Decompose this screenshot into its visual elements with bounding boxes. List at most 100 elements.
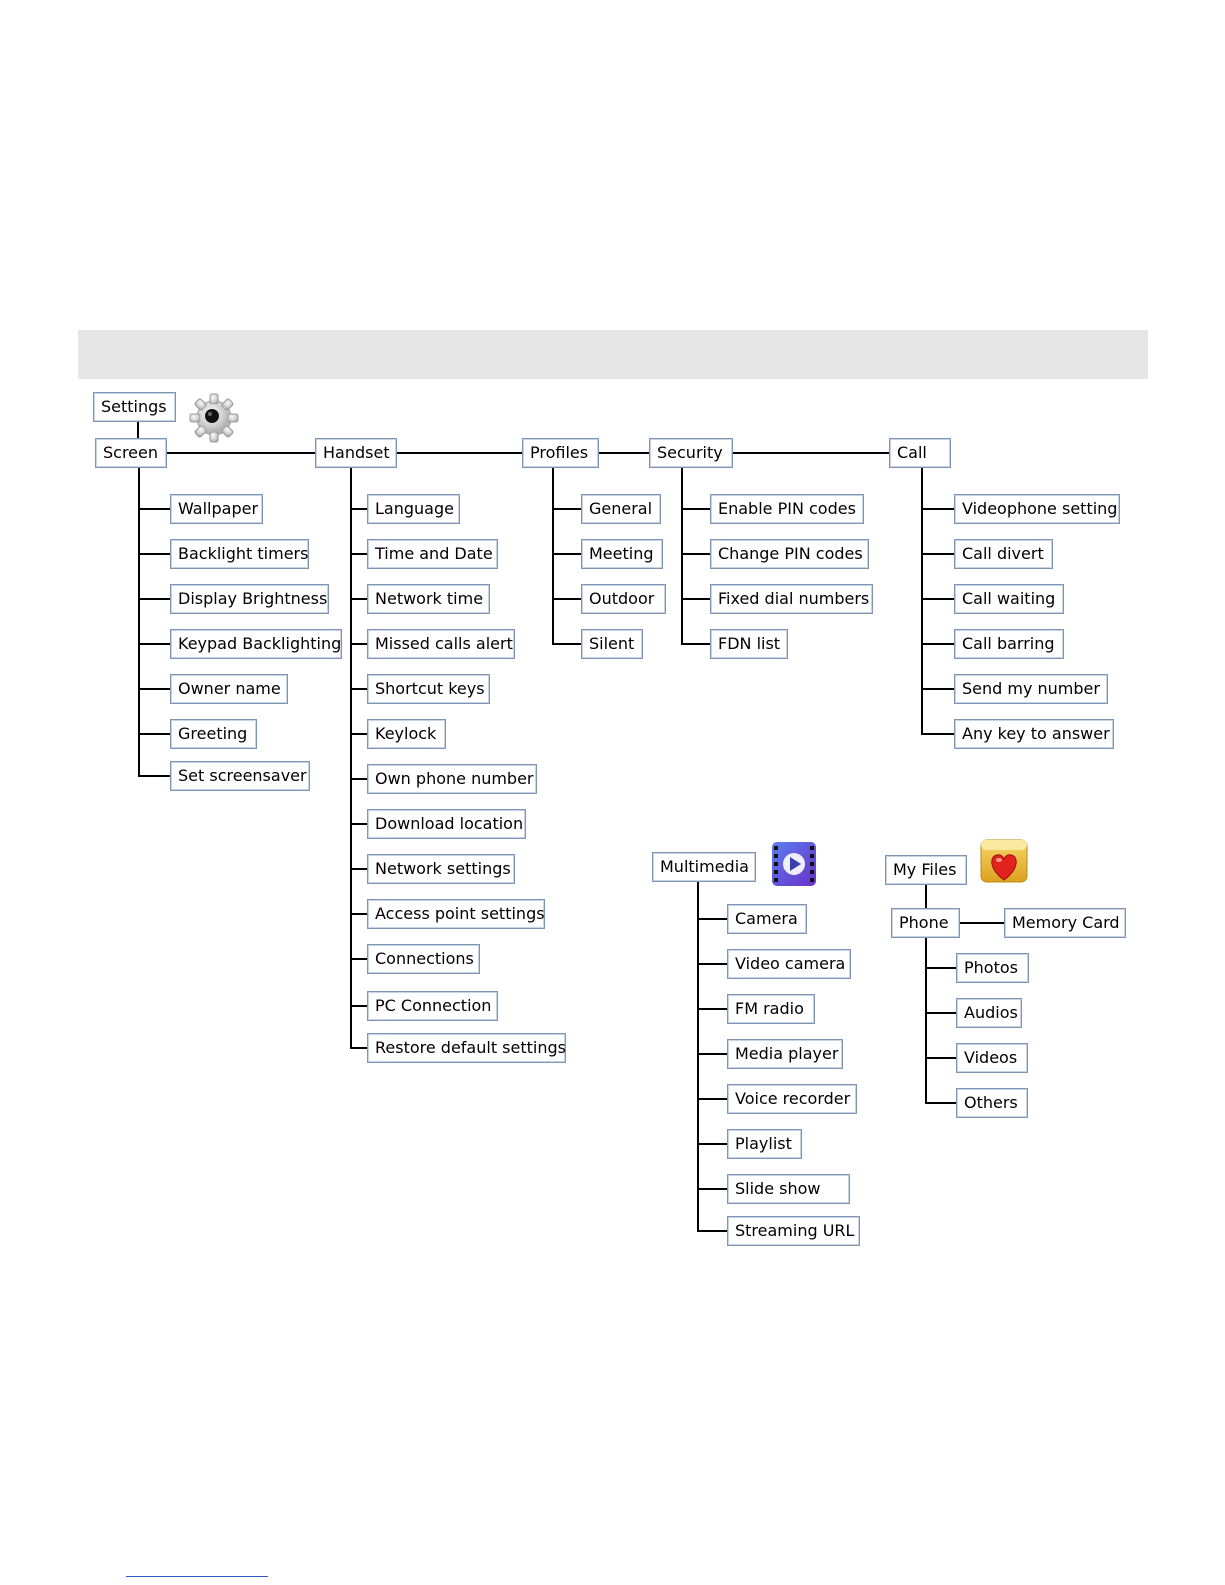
- node-video-camera: Video camera: [727, 949, 851, 979]
- node-videos: Videos: [956, 1043, 1028, 1073]
- connector-keypad-backlighting: [139, 643, 170, 645]
- node-fdn-list: FDN list: [710, 629, 788, 659]
- node-security: Security: [649, 438, 733, 468]
- node-voice-recorder: Voice recorder: [727, 1084, 857, 1114]
- node-enable-pin-codes: Enable PIN codes: [710, 494, 864, 524]
- node-greeting: Greeting: [170, 719, 257, 749]
- connector-profiles-next: [599, 452, 649, 454]
- connector-keylock: [351, 733, 367, 735]
- node-photos: Photos: [956, 953, 1029, 983]
- node-memory-card: Memory Card: [1004, 908, 1126, 938]
- node-meeting: Meeting: [581, 539, 663, 569]
- connector-photos: [926, 967, 956, 969]
- connector-meeting: [553, 553, 581, 555]
- connector-fdn-list: [682, 643, 710, 645]
- node-fixed-dial-numbers: Fixed dial numbers: [710, 584, 873, 614]
- connector-network-settings: [351, 868, 367, 870]
- node-display-brightness: Display Brightness: [170, 584, 329, 614]
- footer-link-underline: [126, 1576, 268, 1577]
- connector-slide-show: [698, 1188, 727, 1190]
- node-others: Others: [956, 1088, 1028, 1118]
- connector-own-phone-number: [351, 778, 367, 780]
- connector-call-waiting: [922, 598, 954, 600]
- node-call-divert: Call divert: [954, 539, 1053, 569]
- gear-icon: [189, 393, 239, 443]
- node-pc-connection: PC Connection: [367, 991, 498, 1021]
- connector-set-screensaver: [139, 775, 170, 777]
- connector-backlight-timers: [139, 553, 170, 555]
- connector-profiles-trunk: [552, 468, 554, 645]
- node-network-time: Network time: [367, 584, 490, 614]
- connector-network-time: [351, 598, 367, 600]
- node-multimedia: Multimedia: [652, 852, 756, 882]
- connector-screen-trunk: [138, 468, 140, 777]
- node-time-and-date: Time and Date: [367, 539, 498, 569]
- connector-call-barring: [922, 643, 954, 645]
- connector-handset-trunk: [350, 468, 352, 1049]
- connector-wallpaper: [139, 508, 170, 510]
- connector-playlist: [698, 1143, 727, 1145]
- node-camera: Camera: [727, 904, 807, 934]
- connector-greeting: [139, 733, 170, 735]
- connector-phone-trunk: [925, 938, 927, 1104]
- connector-video-camera: [698, 963, 727, 965]
- connector-enable-pin-codes: [682, 508, 710, 510]
- connector-handset-next: [397, 452, 522, 454]
- node-call-waiting: Call waiting: [954, 584, 1064, 614]
- node-general: General: [581, 494, 661, 524]
- section-header-bar: [78, 330, 1148, 379]
- node-network-settings: Network settings: [367, 854, 515, 884]
- node-streaming-url: Streaming URL: [727, 1216, 860, 1246]
- connector-time-and-date: [351, 553, 367, 555]
- node-keylock: Keylock: [367, 719, 446, 749]
- connector-settings-screen: [137, 422, 139, 438]
- node-any-key-to-answer: Any key to answer: [954, 719, 1114, 749]
- node-call-barring: Call barring: [954, 629, 1064, 659]
- connector-owner-name: [139, 688, 170, 690]
- node-backlight-timers: Backlight timers: [170, 539, 309, 569]
- node-videophone-setting: Videophone setting: [954, 494, 1120, 524]
- node-phone: Phone: [891, 908, 960, 938]
- node-media-player: Media player: [727, 1039, 843, 1069]
- node-call: Call: [889, 438, 951, 468]
- node-my-files: My Files: [885, 855, 967, 885]
- node-handset: Handset: [315, 438, 397, 468]
- node-slide-show: Slide show: [727, 1174, 850, 1204]
- connector-videophone-setting: [922, 508, 954, 510]
- connector-connections: [351, 958, 367, 960]
- node-settings: Settings: [93, 392, 176, 422]
- node-owner-name: Owner name: [170, 674, 288, 704]
- connector-outdoor: [553, 598, 581, 600]
- node-audios: Audios: [956, 998, 1022, 1028]
- node-outdoor: Outdoor: [581, 584, 666, 614]
- connector-screen-next: [167, 452, 315, 454]
- node-missed-calls-alert: Missed calls alert: [367, 629, 515, 659]
- node-set-screensaver: Set screensaver: [170, 761, 310, 791]
- connector-media-player: [698, 1053, 727, 1055]
- node-playlist: Playlist: [727, 1129, 802, 1159]
- connector-any-key-to-answer: [922, 733, 954, 735]
- connector-myfiles-phone: [925, 885, 927, 911]
- node-access-point-settings: Access point settings: [367, 899, 545, 929]
- connector-security-trunk: [681, 468, 683, 645]
- connector-multimedia-trunk: [697, 882, 699, 1232]
- connector-videos: [926, 1057, 956, 1059]
- connector-display-brightness: [139, 598, 170, 600]
- connector-others: [926, 1102, 956, 1104]
- heart-folder-icon: [980, 839, 1028, 883]
- connector-call-divert: [922, 553, 954, 555]
- node-shortcut-keys: Shortcut keys: [367, 674, 490, 704]
- node-download-location: Download location: [367, 809, 526, 839]
- connector-access-point-settings: [351, 913, 367, 915]
- connector-voice-recorder: [698, 1098, 727, 1100]
- node-fm-radio: FM radio: [727, 994, 815, 1024]
- connector-camera: [698, 918, 727, 920]
- video-player-icon: [772, 842, 816, 886]
- connector-download-location: [351, 823, 367, 825]
- connector-restore-default-settings: [351, 1047, 367, 1049]
- node-wallpaper: Wallpaper: [170, 494, 263, 524]
- node-keypad-backlighting: Keypad Backlighting: [170, 629, 342, 659]
- node-change-pin-codes: Change PIN codes: [710, 539, 869, 569]
- connector-streaming-url: [698, 1230, 727, 1232]
- connector-missed-calls-alert: [351, 643, 367, 645]
